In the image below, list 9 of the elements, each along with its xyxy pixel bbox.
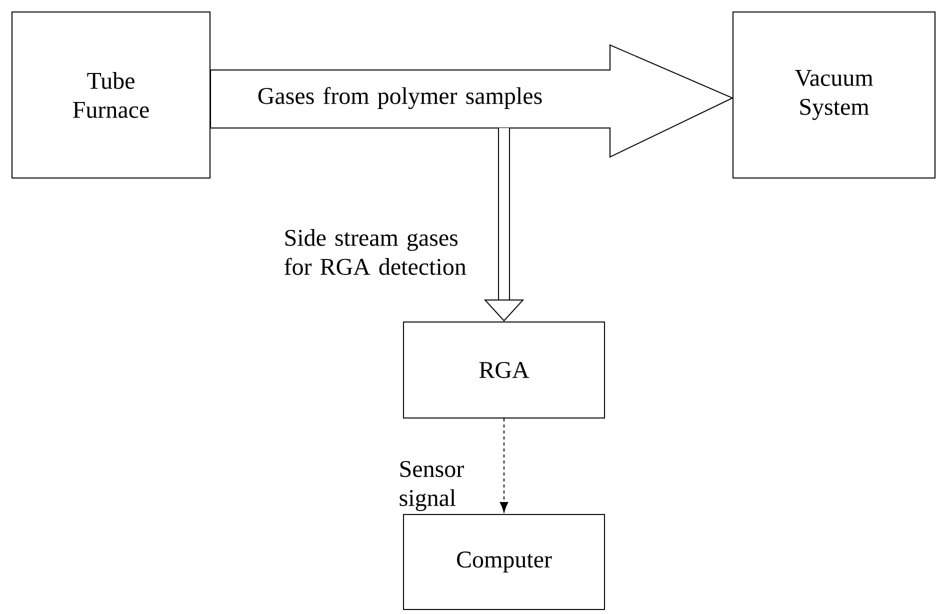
edge-label: Gases from polymer samples bbox=[258, 86, 542, 110]
edge-label: Sensor signal bbox=[400, 460, 464, 512]
process-box: Computer bbox=[403, 514, 605, 610]
edge-label: Side stream gases for RGA detection bbox=[284, 229, 466, 275]
arrow bbox=[500, 418, 508, 512]
process-box: RGA bbox=[403, 322, 605, 418]
process-box: Vacuum System bbox=[732, 12, 936, 178]
block-arrow bbox=[210, 44, 734, 158]
process-box: Tube Furnace bbox=[12, 12, 210, 178]
